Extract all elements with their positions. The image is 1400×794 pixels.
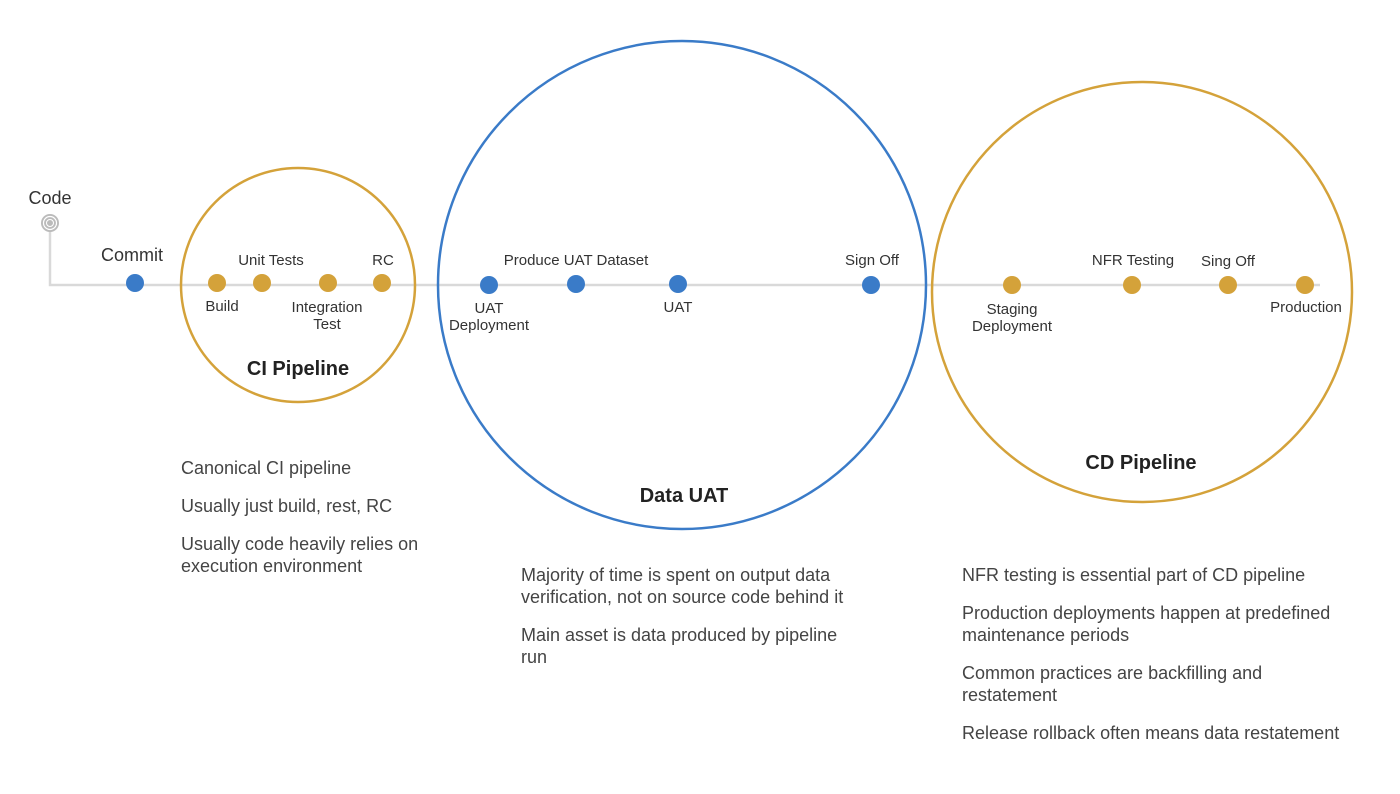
ci-rc-node [373,274,391,292]
uat-deployment-label: UAT [475,300,504,317]
ci-unit-tests-node [253,274,271,292]
data-uat-circle [436,39,928,531]
cd-production-node [1296,276,1314,294]
ci-note: Usually code heavily relies on execution… [181,534,419,576]
ci-rc-label: RC [372,252,394,269]
cd-production-label: Production [1270,299,1342,316]
cd-staging-label-line2: Deployment [972,318,1053,335]
cd-notes: NFR testing is essential part of CD pipe… [962,564,1347,760]
uat-deployment-label-line2: Deployment [449,317,530,334]
uat-note: Majority of time is spent on output data… [521,565,844,607]
ci-note: Usually just build, rest, RC [181,496,393,516]
code-label: Code [28,188,71,208]
code-node-icon [41,214,59,232]
timeline-connector [48,228,1320,287]
uat-node [669,275,687,293]
ci-notes: Canonical CI pipeline Usually just build… [181,457,441,593]
ci-build-node [208,274,226,292]
commit-label: Commit [101,245,163,265]
ci-note: Canonical CI pipeline [181,458,352,478]
uat-note: Main asset is data produced by pipeline … [521,625,838,667]
uat-sign-off-node [862,276,880,294]
data-uat-title: Data UAT [640,485,729,507]
uat-notes: Majority of time is spent on output data… [521,564,861,684]
cd-note: Release rollback often means data restat… [962,723,1340,743]
cd-note: Common practices are backfilling and res… [962,663,1263,705]
uat-produce-dataset-node [567,275,585,293]
commit-node [126,274,144,292]
uat-sign-off-label: Sign Off [845,252,900,269]
uat-deployment-node [480,276,498,294]
cd-note: NFR testing is essential part of CD pipe… [962,565,1306,585]
ci-build-label: Build [205,298,238,315]
ci-pipeline-circle [179,166,417,404]
ci-integration-label-line2: Test [313,316,341,333]
cd-staging-node [1003,276,1021,294]
cd-sign-off-label: Sing Off [1201,253,1256,270]
cd-nfr-testing-node [1123,276,1141,294]
uat-produce-dataset-label: Produce UAT Dataset [504,252,649,269]
cd-sign-off-node [1219,276,1237,294]
cd-nfr-testing-label: NFR Testing [1092,252,1174,269]
ci-unit-tests-label: Unit Tests [238,252,304,269]
uat-label: UAT [664,299,693,316]
ci-integration-label: Integration [292,299,363,316]
ci-integration-test-node [319,274,337,292]
cd-note: Production deployments happen at predefi… [962,603,1331,645]
cd-pipeline-circle [930,80,1354,504]
cd-pipeline-title: CD Pipeline [1085,452,1196,474]
ci-pipeline-title: CI Pipeline [247,358,349,380]
cd-staging-label: Staging [987,301,1038,318]
